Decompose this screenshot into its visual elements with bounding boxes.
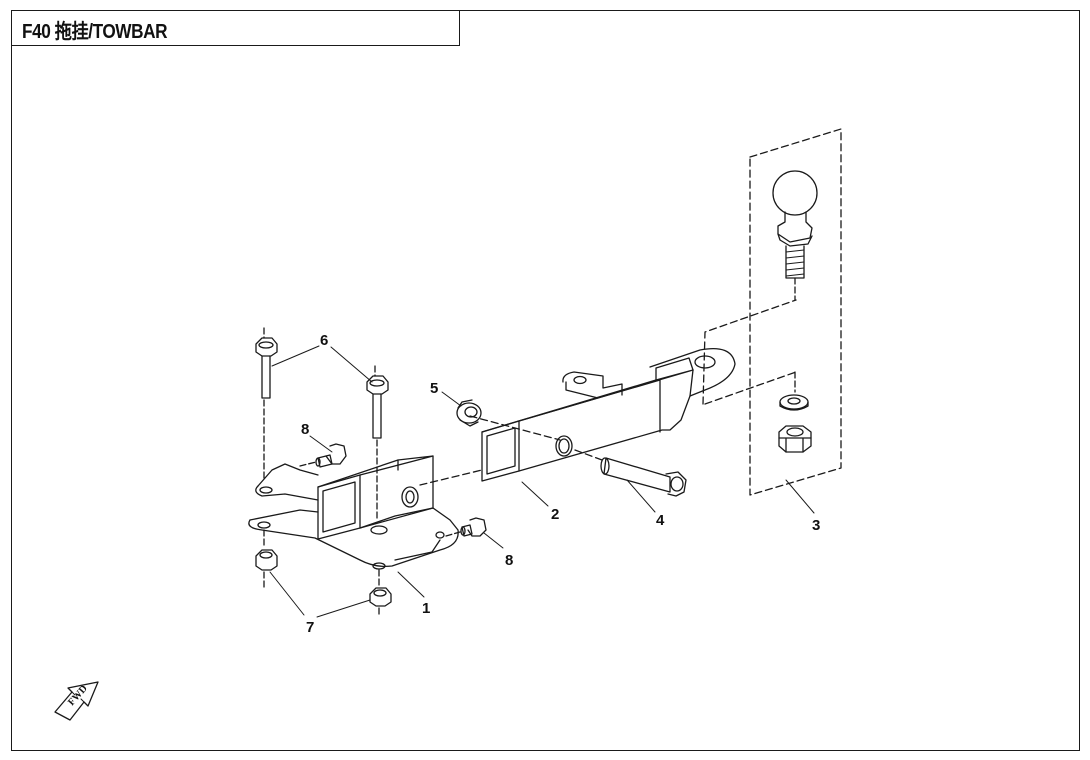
callout-2: 2	[551, 506, 559, 523]
long-bolt-right	[366, 365, 389, 521]
short-bolt-lower	[445, 517, 487, 537]
page-title: F40 拖挂/TOWBAR	[22, 21, 168, 43]
callout-6: 6	[320, 332, 328, 349]
flange-nut-left	[255, 529, 278, 591]
alignment-line-ball	[702, 299, 797, 405]
title-box: F40 拖挂/TOWBAR	[11, 10, 460, 46]
hitch-washer	[779, 394, 809, 410]
callout-4: 4	[656, 512, 665, 529]
tow-bar	[481, 347, 736, 482]
flange-nut-right	[369, 569, 392, 617]
receiver-bracket	[248, 455, 459, 570]
callout-7: 7	[306, 619, 314, 636]
bushing	[456, 399, 482, 427]
pin-bolt	[600, 457, 687, 497]
callout-8-lower: 8	[505, 552, 513, 569]
hitch-ball	[772, 170, 818, 216]
hitch-nut	[778, 425, 812, 453]
callout-8-upper: 8	[301, 421, 309, 438]
fwd-arrow-icon: FWD	[54, 681, 99, 721]
callout-1: 1	[422, 600, 430, 617]
receiver-pin-hole	[401, 486, 419, 508]
short-bolt-upper	[299, 443, 347, 468]
callout-3: 3	[812, 517, 820, 534]
part3-dashed-frame	[749, 128, 842, 496]
alignment-line-tube	[419, 469, 483, 486]
leader-lines	[269, 345, 815, 618]
hitch-ball-assembly	[749, 128, 842, 496]
bar-pin-hole	[555, 435, 573, 457]
alignment-line-pin	[469, 415, 603, 461]
long-bolt-left	[255, 327, 278, 481]
drawing-frame	[11, 10, 1080, 751]
tongue-hole	[694, 355, 716, 369]
callout-5: 5	[430, 380, 438, 397]
